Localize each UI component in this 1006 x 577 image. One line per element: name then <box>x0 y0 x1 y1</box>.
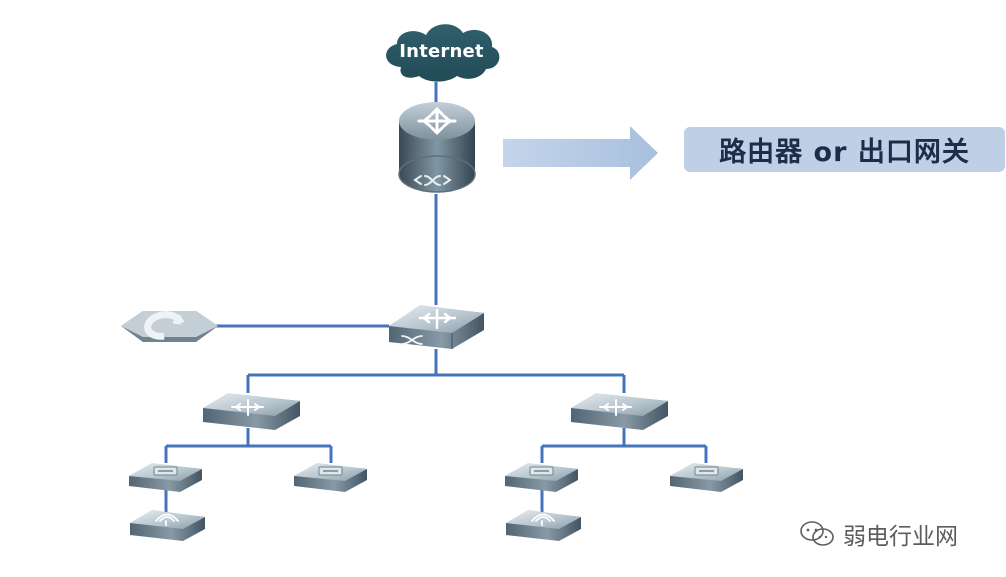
wireless-ap-icon <box>506 510 581 541</box>
access-switch-icon <box>129 463 202 492</box>
right-arrow-icon <box>503 126 658 180</box>
core-switch-icon <box>389 305 484 349</box>
internet-label: Internet <box>399 41 484 62</box>
access-switch-icon <box>670 463 743 492</box>
connection-lines <box>164 82 708 513</box>
distribution-switch-icon <box>571 393 668 430</box>
router-callout: 路由器 or 出口网关 <box>684 127 1005 172</box>
wireless-ap-icon <box>130 510 205 541</box>
access-switch-icon <box>294 463 367 492</box>
wechat-logo-icon <box>800 521 834 546</box>
router-icon <box>398 102 476 193</box>
watermark-text: 弱电行业网 <box>843 524 958 550</box>
watermark: 弱电行业网 <box>799 516 984 552</box>
access-switch-icon <box>505 463 578 492</box>
internet-cloud-icon <box>386 24 500 82</box>
firewall-icon <box>121 311 218 342</box>
distribution-switch-icon <box>203 393 300 430</box>
